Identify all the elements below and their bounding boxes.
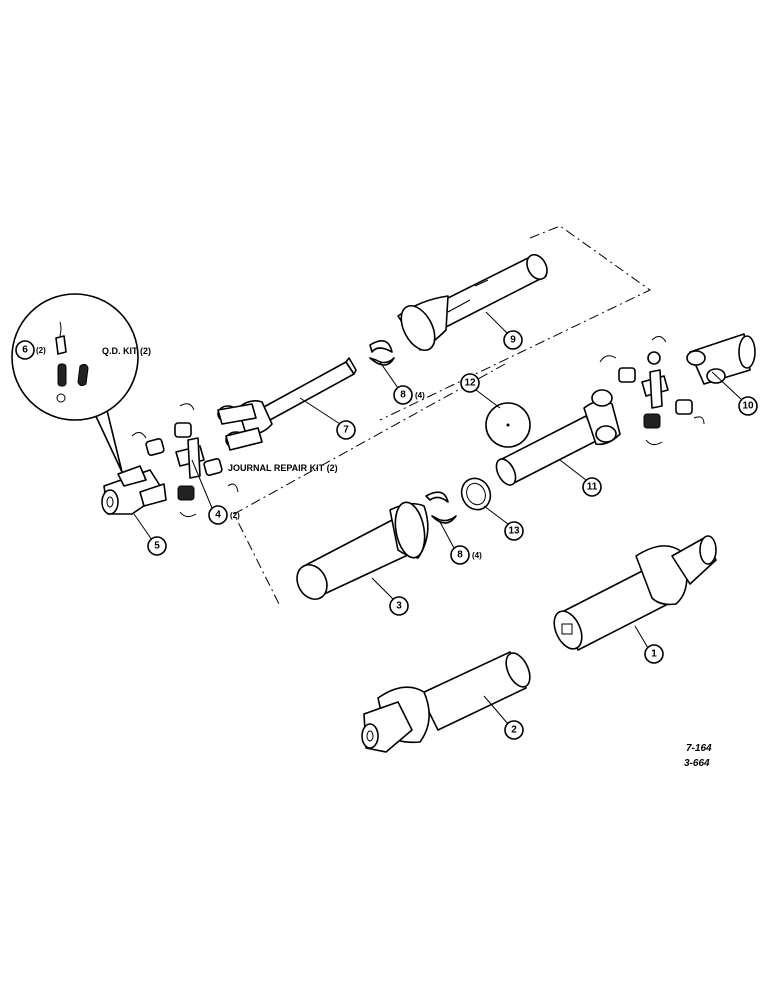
part-4-journal-kit-left bbox=[131, 403, 239, 518]
callout-9: 9 bbox=[503, 330, 523, 350]
reference-line-2: 3-664 bbox=[684, 758, 710, 769]
callout-10: 10 bbox=[738, 396, 758, 416]
part-4-journal-kit-right bbox=[599, 336, 705, 446]
reference-line-1: 7-164 bbox=[686, 743, 712, 754]
callout-8-lower: 8 (4) bbox=[450, 545, 482, 565]
part-10-flange-yoke bbox=[686, 333, 756, 385]
qd-kit-detail-circle bbox=[11, 293, 139, 473]
part-11-inner-tube bbox=[495, 389, 621, 486]
part-8-snap-rings-lower bbox=[425, 491, 457, 524]
svg-text:(2): (2) bbox=[230, 511, 240, 520]
svg-text:10: 10 bbox=[742, 401, 754, 412]
svg-text:12: 12 bbox=[464, 378, 476, 389]
svg-text:8: 8 bbox=[457, 550, 463, 561]
callout-4: 4 (2) bbox=[208, 505, 240, 525]
part-7-inner-shaft bbox=[217, 357, 357, 451]
callout-7: 7 bbox=[336, 420, 356, 440]
svg-text:1: 1 bbox=[651, 649, 657, 660]
callout-5: 5 bbox=[147, 536, 167, 556]
svg-text:7: 7 bbox=[343, 425, 349, 436]
svg-text:13: 13 bbox=[508, 526, 520, 537]
part-5-qd-yoke bbox=[101, 465, 167, 515]
part-13-bearing-ring bbox=[460, 477, 492, 511]
part-3-outer-shield bbox=[296, 501, 429, 600]
svg-text:4: 4 bbox=[215, 510, 221, 521]
svg-text:2: 2 bbox=[511, 725, 517, 736]
journal-repair-kit-label: JOURNAL REPAIR KIT (2) bbox=[228, 463, 338, 473]
svg-text:(4): (4) bbox=[472, 551, 482, 560]
callout-12: 12 bbox=[460, 373, 480, 393]
svg-text:11: 11 bbox=[587, 482, 598, 493]
svg-text:5: 5 bbox=[154, 541, 160, 552]
part-8-snap-rings-upper bbox=[369, 340, 395, 366]
callout-11: 11 bbox=[582, 477, 602, 497]
part-2-shaft-half bbox=[361, 651, 531, 753]
assembly-lines bbox=[233, 225, 651, 607]
callout-2: 2 bbox=[504, 720, 524, 740]
svg-text:6: 6 bbox=[22, 345, 28, 356]
svg-text:8: 8 bbox=[400, 390, 406, 401]
svg-text:9: 9 bbox=[510, 335, 516, 346]
part-1-shaft-half bbox=[553, 535, 717, 651]
qd-kit-label: Q.D. KIT (2) bbox=[102, 346, 151, 356]
callout-1: 1 bbox=[644, 644, 664, 664]
callout-3: 3 bbox=[389, 596, 409, 616]
svg-text:(4): (4) bbox=[415, 391, 425, 400]
callout-13: 13 bbox=[504, 521, 524, 541]
leader-lines bbox=[133, 311, 743, 725]
callout-6: 6 (2) bbox=[15, 340, 46, 360]
callout-8-upper: 8 (4) bbox=[393, 385, 425, 405]
svg-text:(2): (2) bbox=[36, 346, 46, 355]
svg-text:3: 3 bbox=[396, 601, 402, 612]
part-12-disk bbox=[485, 402, 531, 448]
part-9-outer-shield bbox=[397, 253, 548, 351]
